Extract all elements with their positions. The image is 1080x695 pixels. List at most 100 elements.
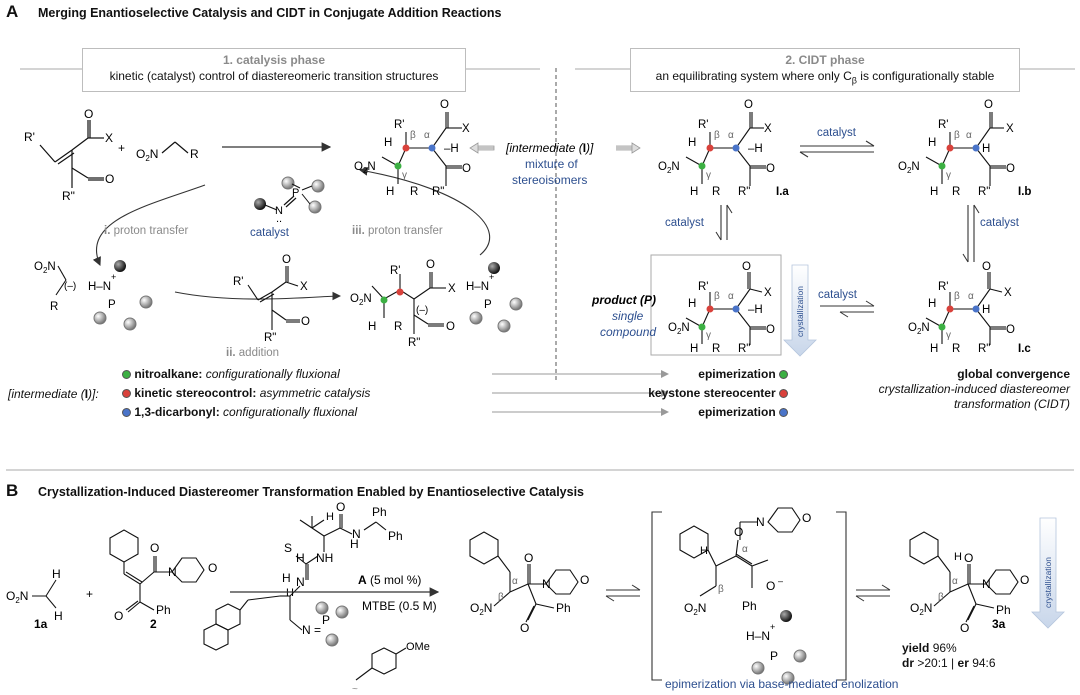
svg-text:–H: –H [748,304,763,316]
compound-1a: 1a [34,617,48,631]
catalysis-phase-title: 1. catalysis phase [222,53,326,67]
crystallization-label-a: crystallization [795,286,805,337]
svg-text:O2N: O2N [668,322,690,336]
svg-text:+: + [770,622,775,632]
svg-text:α: α [742,544,748,555]
green-dot-icon [122,370,131,380]
svg-text:R': R' [233,276,244,288]
svg-text:O: O [766,163,775,175]
selectivity-line: dr >20:1 | er 94:6 [902,656,996,670]
svg-text:P: P [322,613,330,627]
svg-text:O: O [802,511,811,525]
svg-text:O: O [964,551,973,565]
panel-b-letter: B [6,481,19,500]
svg-text:O: O [744,99,753,111]
svg-text:H: H [688,298,696,310]
svg-text:H–N: H–N [88,281,111,293]
legend-row-dicarbonyl: 1,3-dicarbonyl: configurationally fluxio… [122,405,357,420]
svg-text:β: β [938,592,944,603]
svg-text:β: β [410,130,416,141]
svg-text:α: α [728,291,734,302]
svg-text:O: O [524,551,533,565]
svg-text:H: H [690,343,698,355]
svg-text:X: X [300,281,308,293]
svg-text:R": R" [978,343,990,355]
svg-text:H: H [384,137,392,149]
svg-text:O: O [462,163,471,175]
svg-text:H: H [54,609,63,623]
svg-text:N: N [756,515,765,529]
legend-row-kinetic: kinetic stereocontrol: asymmetric cataly… [122,386,370,401]
svg-text:O: O [114,609,123,623]
svg-text:O2N: O2N [6,589,28,605]
svg-text:Ph: Ph [556,601,571,615]
blue-dot-icon [122,408,131,418]
label-Ic: I.c [1018,343,1031,355]
svg-text:γ: γ [706,170,711,181]
svg-text:Ph: Ph [996,603,1011,617]
red-dot-icon [122,389,131,399]
svg-text:H: H [386,186,394,198]
svg-text:O: O [282,254,291,266]
svg-text:catalyst: catalyst [817,127,857,139]
svg-text:R': R' [698,281,709,293]
svg-text:α: α [966,130,972,141]
svg-text:H: H [954,551,962,563]
legend-right-3: epimerization [676,405,788,420]
svg-text:OMe: OMe [406,641,430,653]
svg-text:β: β [954,291,960,302]
svg-text:α: α [952,576,958,587]
svg-text:O2N: O2N [658,161,680,175]
svg-text:X: X [1004,287,1012,299]
svg-text:O: O [1020,573,1029,587]
svg-text:α: α [728,130,734,141]
svg-text:R: R [410,186,418,198]
svg-text:N: N [296,575,305,589]
svg-text:R': R' [390,265,401,277]
svg-text:R": R" [738,343,750,355]
compound-3a: 3a [992,617,1006,631]
legend-right-2: keystone stereocenter [636,386,788,401]
svg-text:γ: γ [706,330,711,341]
svg-text:O2N: O2N [684,601,706,617]
svg-text:H: H [368,321,376,333]
svg-text:O: O [84,107,93,121]
svg-text:H: H [930,186,938,198]
svg-text:O2N: O2N [34,261,56,275]
svg-text:R: R [190,147,199,161]
svg-text:X: X [105,131,113,145]
svg-text:P: P [108,299,116,311]
panel-a-scheme: R' X O O R" + O2N R N P .. catalyst i. p… [24,99,1031,416]
svg-text:R': R' [938,281,949,293]
svg-text:P: P [484,299,492,311]
svg-text:N: N [275,205,283,217]
svg-text:H: H [282,571,291,585]
svg-text:H: H [928,298,936,310]
catalyst-label: catalyst [250,227,290,239]
svg-text:H: H [326,511,334,523]
svg-text:+: + [111,272,116,282]
svg-text:O: O [580,573,589,587]
svg-text:H: H [286,587,294,599]
svg-text:S: S [284,541,292,555]
svg-text:R': R' [24,130,35,144]
svg-text:R": R" [264,332,276,344]
product-label-3: compound [600,325,656,339]
svg-text:–: – [778,576,783,586]
svg-text:O: O [742,261,751,273]
panel-b-title: Crystallization-Induced Diastereomer Tra… [38,485,584,499]
svg-text:~: ~ [352,684,358,695]
svg-text:A (5 mol %): A (5 mol %) [358,573,421,587]
svg-text:O: O [426,259,435,271]
svg-text:O2N: O2N [898,161,920,175]
svg-text:R: R [394,321,402,333]
svg-text:X: X [764,287,772,299]
svg-text:R': R' [938,119,949,131]
svg-text:O: O [150,541,159,555]
svg-text:R": R" [62,189,75,203]
svg-text:catalyst: catalyst [980,217,1020,229]
svg-text:R': R' [394,119,405,131]
svg-text:H: H [52,567,61,581]
